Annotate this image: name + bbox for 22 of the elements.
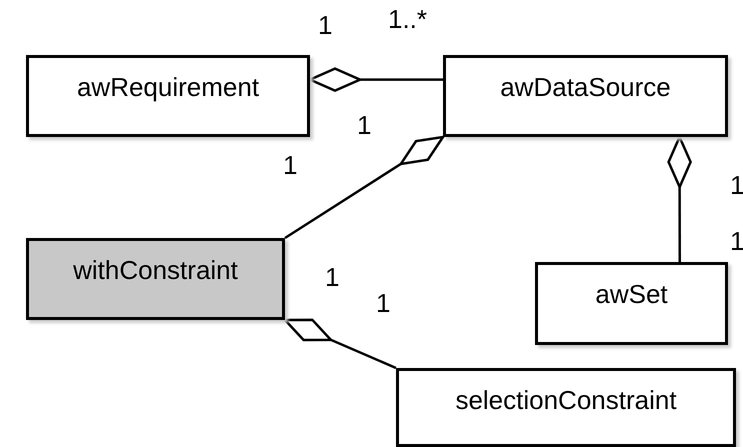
multiplicity-label: 1..* bbox=[388, 6, 428, 32]
class-box bbox=[443, 55, 728, 137]
class-name: awDataSource bbox=[499, 72, 672, 103]
multiplicity-label: 1 bbox=[376, 290, 390, 316]
class-box bbox=[396, 368, 736, 447]
multiplicity-label: 1 bbox=[283, 152, 298, 178]
class-box bbox=[535, 262, 728, 345]
aggregation-line bbox=[284, 318, 396, 370]
multiplicity-label: 1 bbox=[325, 264, 340, 290]
aggregation-line bbox=[284, 136, 444, 240]
class-name: awRequirement bbox=[76, 72, 260, 103]
multiplicity-label: 1 bbox=[357, 112, 372, 138]
multiplicity-label: 1 bbox=[730, 228, 743, 254]
class-name: withConstraint bbox=[72, 255, 239, 286]
class-box bbox=[26, 55, 310, 137]
multiplicity-label: 1 bbox=[730, 172, 743, 198]
class-box bbox=[26, 238, 285, 320]
class-name: awSet bbox=[594, 279, 669, 310]
multiplicity-label: 1 bbox=[318, 12, 332, 38]
aggregation-line bbox=[308, 67, 443, 92]
aggregation-line bbox=[667, 136, 692, 262]
class-name: selectionConstraint bbox=[454, 385, 678, 416]
